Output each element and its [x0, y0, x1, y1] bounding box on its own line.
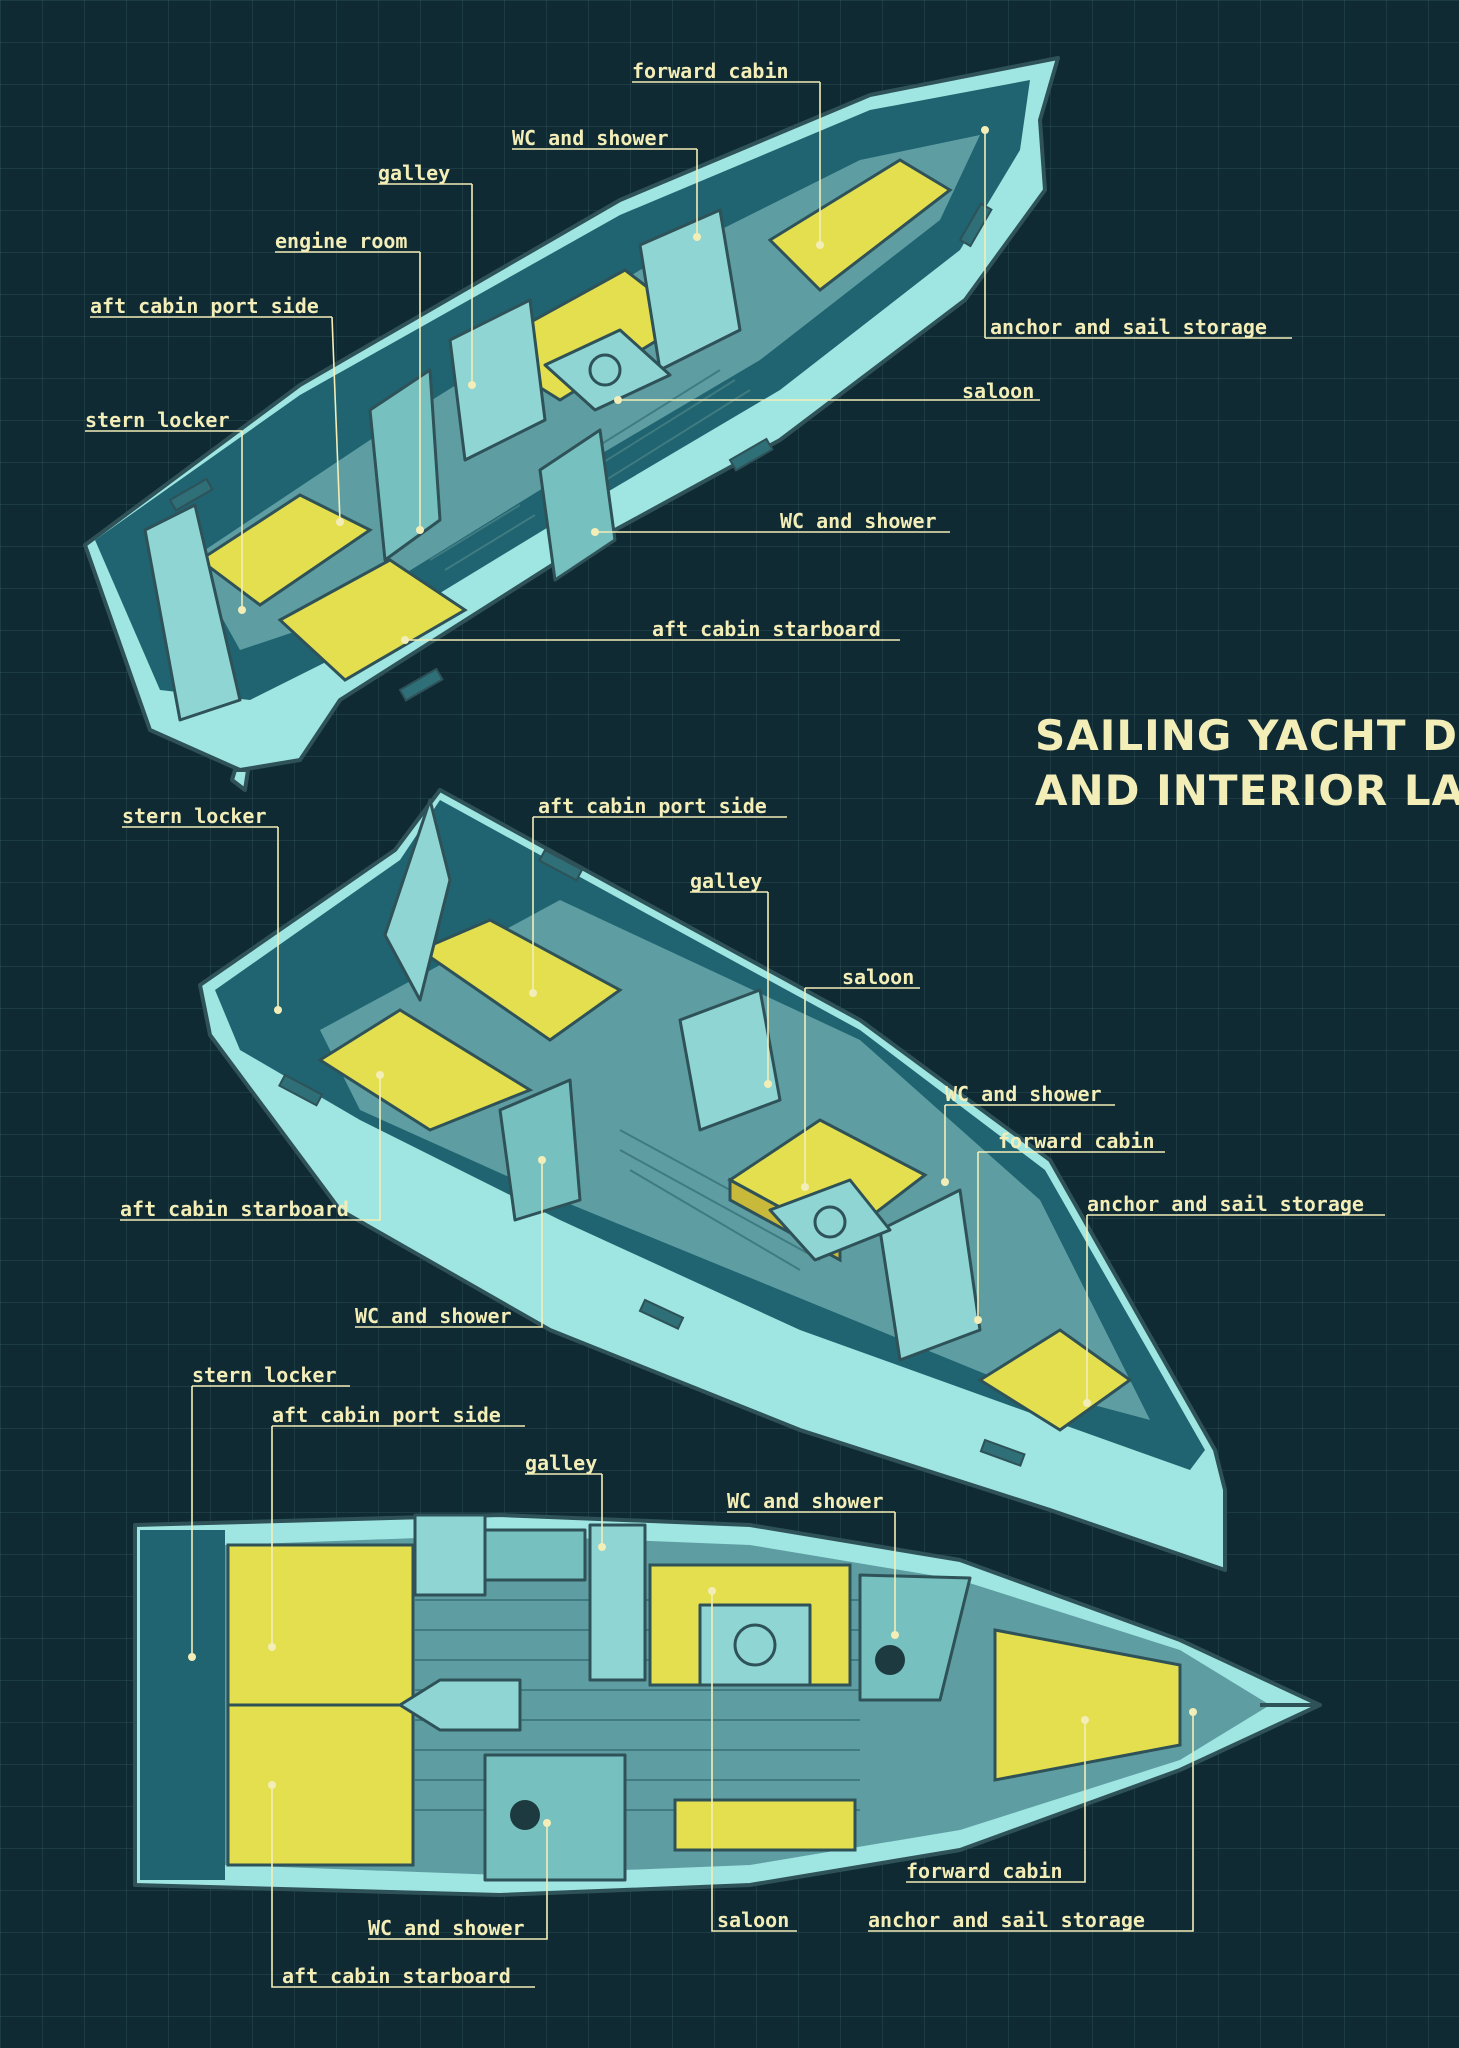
plan-forward-bed — [993, 1628, 1182, 1782]
middle-stern-panel — [383, 798, 452, 1002]
plan-stern-locker — [140, 1530, 225, 1880]
middle-galley-unit — [678, 988, 782, 1132]
plan-galley-unit — [588, 1523, 647, 1682]
middle-label-stern-locker: stern locker — [122, 804, 267, 828]
top-galley-unit — [448, 298, 547, 462]
middle-label-aft-cabin-port: aft cabin port side — [538, 794, 767, 818]
top-label-saloon: saloon — [962, 379, 1034, 403]
top-rudder — [230, 768, 250, 792]
middle-label-galley: galley — [690, 869, 762, 893]
top-label-wc-shower-2: WC and shower — [780, 509, 937, 533]
top-engine-block — [368, 368, 442, 562]
plan-label-galley: galley — [525, 1451, 597, 1475]
top-forward-bed — [767, 158, 953, 292]
plan-saloon-table — [698, 1603, 812, 1687]
plan-locker — [413, 1513, 487, 1597]
top-porthole-4 — [958, 202, 993, 248]
top-wc-box-2 — [538, 428, 617, 582]
title-line-2: AND INTERIOR LAYOUT — [1035, 766, 1459, 815]
middle-label-wc-shower-2: WC and shower — [355, 1304, 512, 1328]
top-label-aft-cabin-port: aft cabin port side — [90, 294, 319, 318]
middle-wc-box — [498, 1078, 582, 1222]
top-label-forward-cabin: forward cabin — [632, 59, 789, 83]
plan-label-aft-cabin-port: aft cabin port side — [272, 1403, 501, 1427]
middle-aft-port-bed — [416, 918, 623, 1042]
middle-forward-bed — [977, 1328, 1133, 1432]
plan-label-stern-locker: stern locker — [192, 1363, 337, 1387]
top-isometric-yacht — [83, 56, 1060, 792]
plan-label-aft-cabin-starboard: aft cabin starboard — [282, 1964, 511, 1988]
top-saloon-table — [543, 328, 672, 412]
plan-label-forward-cabin: forward cabin — [906, 1859, 1063, 1883]
middle-label-aft-cabin-starboard: aft cabin starboard — [120, 1197, 349, 1221]
top-label-galley: galley — [378, 161, 450, 185]
compass-rose-icon — [588, 353, 622, 387]
middle-porthole-2 — [278, 1073, 324, 1107]
plan-aft-starboard-bed — [226, 1703, 415, 1867]
top-label-engine-room: engine room — [275, 229, 407, 253]
top-label-anchor-storage: anchor and sail storage — [990, 315, 1267, 339]
plan-wc-aft-toilet — [510, 1800, 540, 1830]
plan-label-wc-shower-1: WC and shower — [727, 1489, 884, 1513]
middle-porthole-4 — [979, 1438, 1026, 1467]
plan-label-wc-shower-2: WC and shower — [368, 1916, 525, 1940]
plan-galley-counter — [483, 1528, 587, 1582]
middle-forward-bulkhead — [878, 1188, 982, 1362]
top-aft-bulkhead — [143, 503, 242, 722]
middle-porthole-3 — [638, 1298, 685, 1330]
top-wc-box — [638, 208, 742, 372]
middle-label-saloon: saloon — [842, 965, 914, 989]
top-label-wc-shower-1: WC and shower — [512, 126, 669, 150]
plan-view-yacht — [133, 1513, 1322, 1897]
title-line-1: SAILING YACHT DESIGN — [1035, 711, 1459, 760]
top-porthole-1 — [168, 477, 214, 512]
plan-label-saloon: saloon — [717, 1908, 789, 1932]
plan-companionway — [398, 1678, 522, 1732]
plan-saloon-bench — [673, 1798, 857, 1852]
top-label-aft-cabin-starboard: aft cabin starboard — [652, 617, 881, 641]
compass-rose-icon — [813, 1205, 847, 1239]
compass-rose-icon — [733, 1623, 777, 1667]
top-label-stern-locker: stern locker — [85, 408, 230, 432]
top-porthole-3 — [728, 437, 774, 472]
top-view-labels: forward cabin WC and shower galley engin… — [85, 59, 1292, 644]
middle-label-forward-cabin: forward cabin — [998, 1129, 1155, 1153]
middle-saloon-table — [768, 1178, 892, 1262]
top-porthole-2 — [398, 667, 444, 702]
plan-wc-aft — [483, 1753, 627, 1882]
plan-label-anchor-storage: anchor and sail storage — [868, 1908, 1145, 1932]
middle-porthole-1 — [538, 848, 584, 882]
middle-aft-starboard-bed — [317, 1008, 534, 1132]
plan-aft-port-bed — [226, 1543, 415, 1707]
plan-wc-toilet — [875, 1645, 905, 1675]
middle-isometric-yacht — [198, 788, 1227, 1572]
middle-label-wc-shower-1: WC and shower — [945, 1082, 1102, 1106]
middle-label-anchor-storage: anchor and sail storage — [1087, 1192, 1364, 1216]
top-aft-starboard-bed — [277, 558, 468, 682]
middle-view-labels: stern locker aft cabin port side galley … — [120, 794, 1385, 1407]
plan-view-labels: stern locker aft cabin port side galley … — [188, 1363, 1197, 1988]
